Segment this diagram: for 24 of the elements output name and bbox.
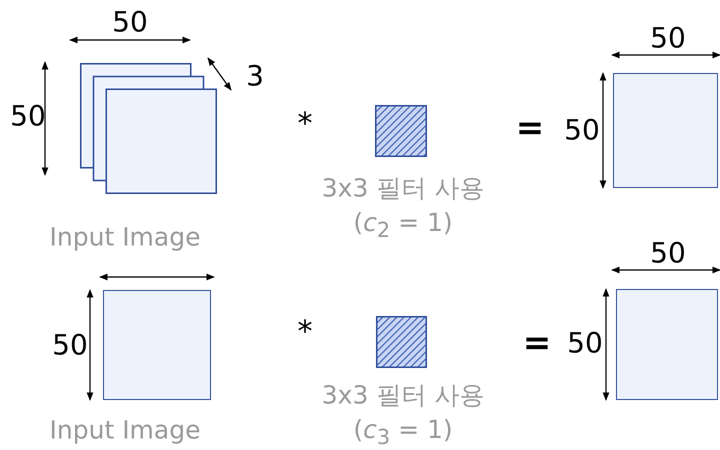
dimension-label: 50 [52,328,88,362]
image-caption: Input Image [50,416,200,444]
multiply-sign: * [298,106,312,142]
equals-sign: = [516,108,544,148]
dimension-label: 50 [10,100,46,132]
filter-caption: 3x3 필터 사용 [322,380,484,412]
dimension-label: 50 [564,114,600,146]
dimension-label: 50 [650,236,686,270]
input-square [103,290,211,400]
equals-sign: = [522,323,552,363]
multiply-sign: * [298,314,312,350]
dimension-label: 3 [246,60,264,92]
output-square [613,73,718,188]
filter-parameter: (c$_{3}$ = 1) [353,415,453,449]
output-square [616,289,718,400]
image-caption: Input Image [50,222,200,252]
dimension-label: 50 [112,6,148,38]
filter-square [376,316,427,368]
filter-square [375,105,427,157]
dimension-label: 50 [567,326,603,360]
filter-parameter: (c$_{2}$ = 1) [353,208,453,242]
image-stack-drawing [80,63,217,194]
dimension-label: 50 [650,22,686,54]
filter-caption: 3x3 필터 사용 [322,172,484,204]
